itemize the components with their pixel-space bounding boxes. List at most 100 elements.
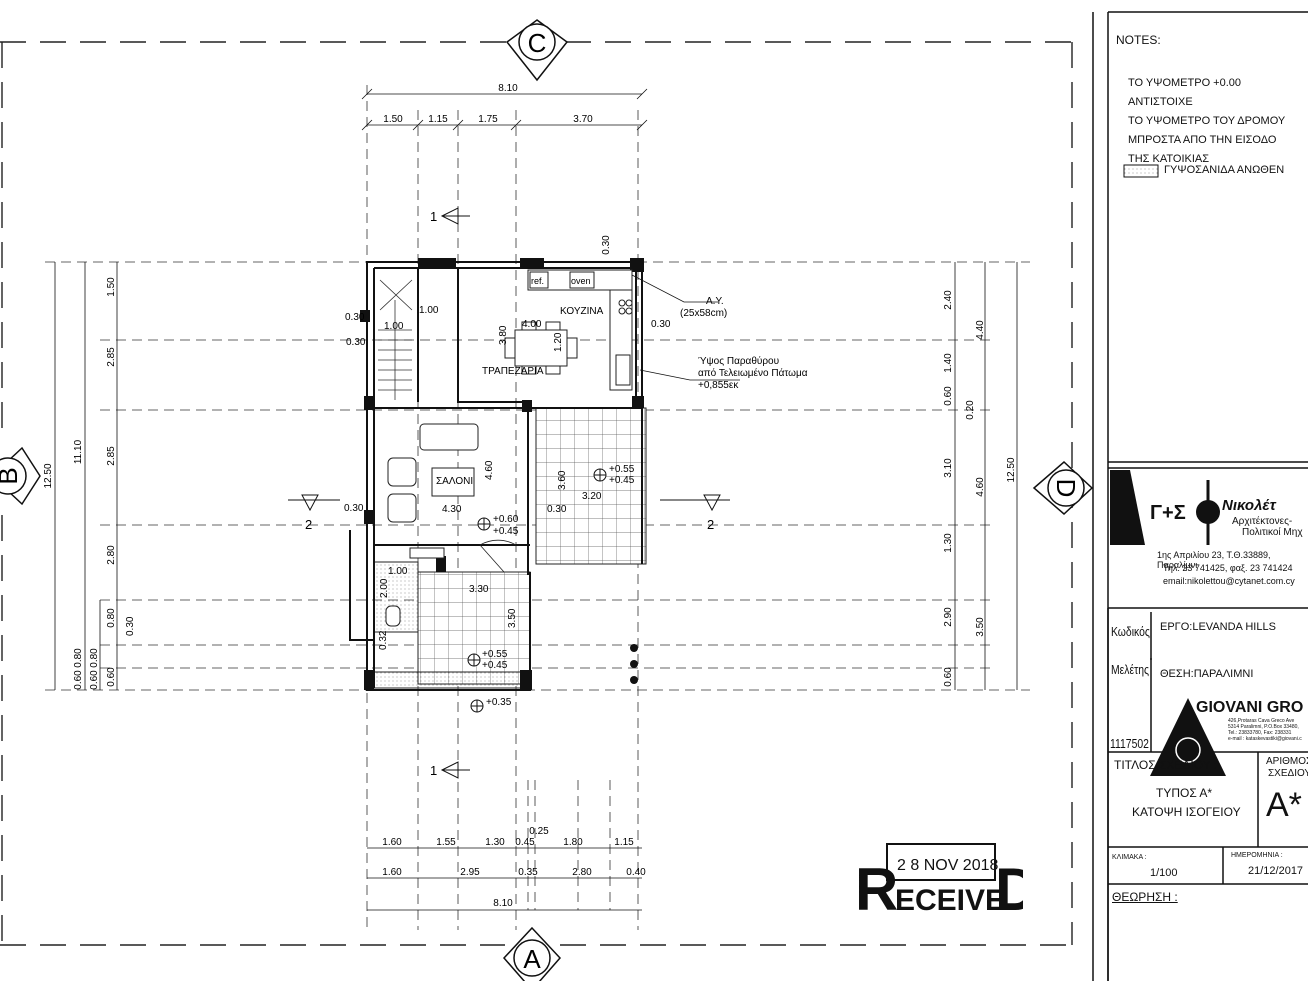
review-label: ΘΕΩΡΗΣΗ : [1112, 890, 1178, 904]
dim-right-c3: 3.50 [975, 617, 986, 637]
note-line-2: ΤΟ ΥΨΟΜΕΤΡΟ ΤΟΥ ΔΡΟΜΟΥ [1128, 115, 1286, 127]
dim-bot-2: 1.55 [436, 837, 456, 848]
door-swing [479, 539, 517, 573]
dim-top-1: 1.50 [383, 114, 403, 125]
drawing-num-label-2: ΣΧΕΔΙΟΥ [1268, 768, 1308, 779]
stamp-letter-d: D [995, 856, 1023, 912]
dim-030f: 0.30 [125, 616, 136, 636]
dim-bot2-1: 1.60 [382, 867, 402, 878]
label-ref: ref. [531, 276, 544, 286]
client-details: 426,Protaras Cava Greco Ave 5314 Paralim… [1228, 718, 1302, 742]
dim-032: 0.32 [378, 630, 389, 650]
client-detail-1: 426,Protaras Cava Greco Ave [1228, 718, 1295, 724]
scale-value: 1/100 [1150, 867, 1178, 879]
dim-left-mid: 11.10 [73, 439, 84, 464]
grid-marker-bottom: A [502, 926, 562, 981]
drawing-title-2: ΚΑΤΟΨΗ ΙΣΟΓΕΙΟΥ [1132, 805, 1241, 819]
drawing-title-label: ΤΙΤΛΟΣ ΣΧΕΔΙΟΥ : [1114, 758, 1218, 772]
client-logo [1150, 698, 1226, 776]
dim-right-2: 1.40 [943, 353, 954, 373]
dim-bot-4: 0.45 [515, 837, 535, 848]
stamp-letter-r: R [855, 856, 898, 912]
drawing-title-1: ΤΥΠΟΣ Α* [1156, 786, 1213, 800]
level-4: +0.35 [486, 697, 512, 708]
dim-bot-6: 1.15 [614, 837, 634, 848]
firm-address: 1ης Απριλίου 23, Τ.Θ.33889, Παραλίμνι [1157, 550, 1271, 570]
grid-marker-left-label: B [0, 467, 23, 484]
firm-sub-1: Αρχιτέκτονες- [1232, 516, 1293, 527]
dim-100c: 1.00 [388, 566, 408, 577]
level-1a: +0.55 [609, 464, 635, 475]
section-1-top: 1 [430, 209, 437, 224]
dim-left-b1: 0.80 [89, 648, 100, 668]
dim-right-7: 0.60 [943, 667, 954, 687]
section-markers [288, 207, 730, 779]
firm-sub-2: Πολιτικοί Μηχ [1242, 527, 1303, 538]
dim-left-4: 2.80 [106, 545, 117, 565]
client-detail-3: Tel.: 23833780, Fax: 238331 [1228, 730, 1292, 736]
dim-bot-3: 1.30 [485, 837, 505, 848]
dim-right-3: 0.60 [943, 386, 954, 406]
dim-320: 3.20 [582, 491, 602, 502]
top-dimensions [361, 88, 648, 131]
firm-name: Νικολέτ [1222, 497, 1276, 514]
legend-swatch [1123, 164, 1159, 178]
bottom-strip [373, 671, 523, 689]
received-stamp: R ECEIVE D 2 8 NOV 2018 [855, 832, 1038, 923]
kitchen-units [527, 269, 633, 391]
stamp-word: ECEIVE [895, 884, 1005, 912]
grid-marker-top-label: C [528, 28, 547, 58]
grid-marker-left: B [0, 446, 41, 506]
dim-right-b: 0.20 [965, 400, 976, 420]
label-window-2: από Τελειωμένο Πάτωμα [698, 367, 808, 379]
dim-right-4: 3.10 [943, 458, 954, 478]
dim-left-2: 2.85 [106, 347, 117, 367]
dim-right-1: 2.40 [943, 290, 954, 310]
bottom-dots [630, 644, 638, 684]
columns [360, 258, 644, 690]
dim-100b: 1.00 [384, 321, 404, 332]
dim-left-3: 2.85 [106, 446, 117, 466]
room-dining: ΤΡΑΠΕΖΑΡΙΑ [482, 366, 544, 377]
dim-right-c1: 4.40 [975, 320, 986, 340]
client-detail-4: e-mail : kataskevastiki@giovani.c [1228, 736, 1302, 742]
dim-030a: 0.30 [346, 337, 366, 348]
level-3a: +0.55 [482, 649, 508, 660]
section-2-left: 2 [305, 517, 312, 532]
dim-350: 3.50 [507, 608, 518, 628]
firm-logo [1110, 470, 1220, 545]
label-window-3: +0,855εκ [698, 380, 739, 391]
dim-top-small: 0.30 [601, 235, 612, 255]
dim-460: 4.60 [484, 460, 495, 480]
dim-right-c2: 4.60 [975, 477, 986, 497]
label-ay-size: (25x58cm) [680, 308, 727, 319]
level-2b: +0.45 [493, 526, 519, 537]
dim-bot-1: 1.60 [382, 837, 402, 848]
drawing-number: A* [1266, 786, 1302, 824]
dim-100a: 1.00 [419, 305, 439, 316]
dim-430: 4.30 [442, 504, 462, 515]
dim-bot-total: 8.10 [493, 898, 513, 909]
notes-title: NOTES: [1116, 33, 1161, 47]
dim-left-c2: 0.80 [73, 648, 84, 668]
level-3b: +0.45 [482, 660, 508, 671]
dim-bot2-4: 2.80 [572, 867, 592, 878]
dim-bot2-2: 2.95 [460, 867, 480, 878]
dining-table [504, 321, 578, 375]
level-2a: +0.60 [493, 514, 519, 525]
grid-marker-bottom-label: A [523, 944, 541, 974]
section-2-right: 2 [707, 517, 714, 532]
client-detail-2: 5314 Paralimni, P.O.Box 33480, [1228, 724, 1299, 730]
note-line-4: ΤΗΣ ΚΑΤΟΙΚΙΑΣ [1128, 153, 1210, 165]
dim-top-3: 1.75 [478, 114, 498, 125]
drawing-num-label-1: ΑΡΙΘΜΟΣ [1266, 756, 1308, 767]
dim-left-outer: 12.50 [43, 463, 54, 488]
room-kitchen: ΚΟΥΖΙΝΑ [560, 306, 604, 317]
date-label: ΗΜΕΡΟΜΗΝΙΑ : [1231, 852, 1283, 859]
living-furniture [385, 423, 479, 627]
dim-120: 1.20 [553, 332, 564, 352]
firm-phone: Τηλ. 23 741425, φαξ. 23 741424 [1163, 563, 1293, 573]
label-window-1: Ύψος Παραθύρου [698, 355, 779, 367]
dim-400: 4.00 [522, 319, 542, 330]
